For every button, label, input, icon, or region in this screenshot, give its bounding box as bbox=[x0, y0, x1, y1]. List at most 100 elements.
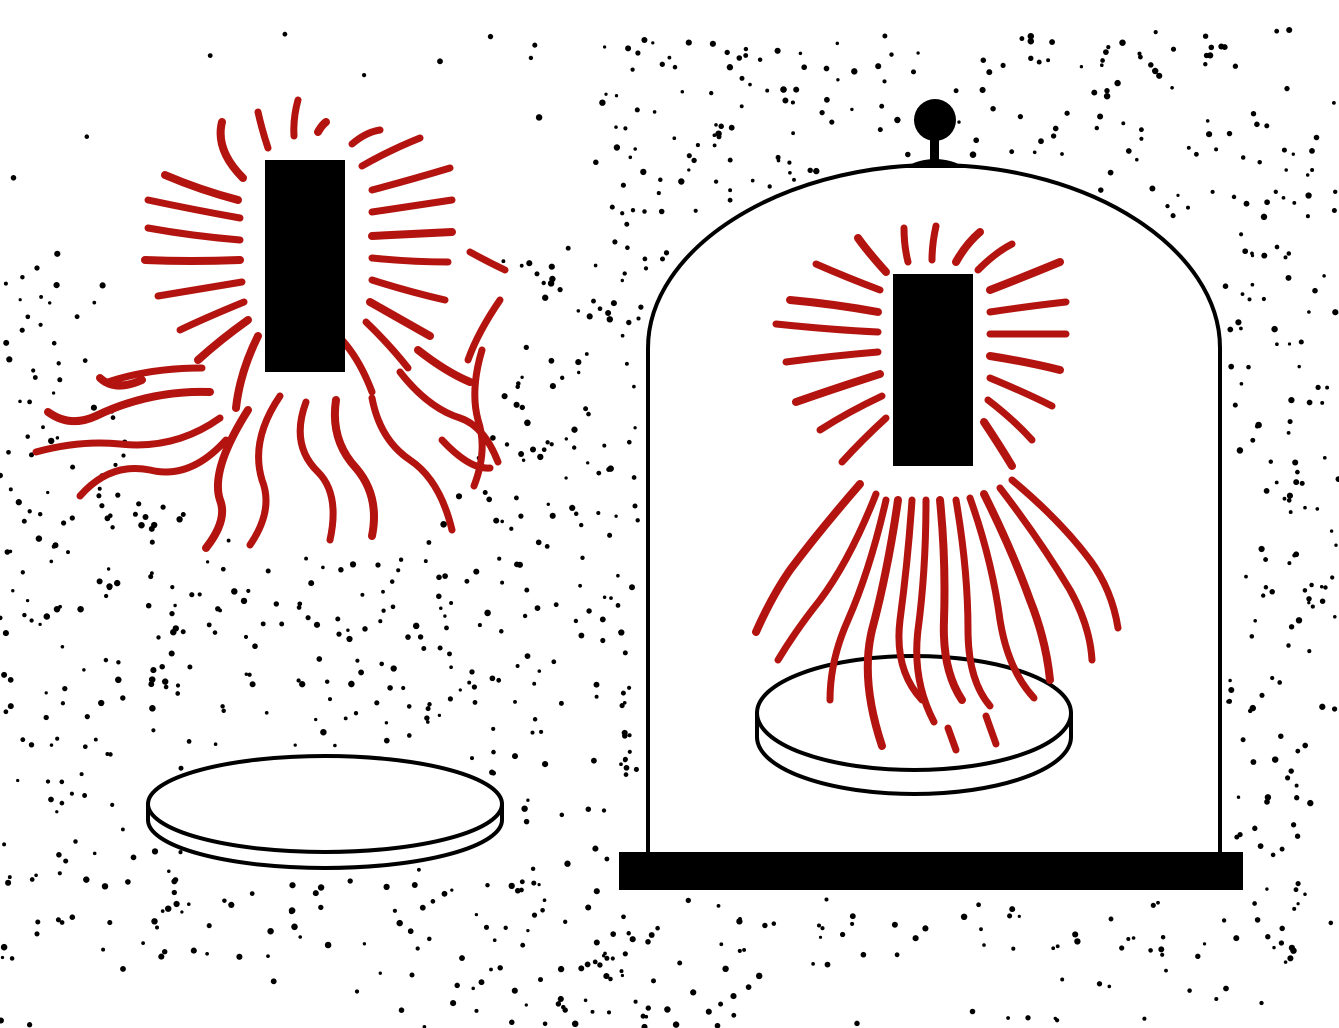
air-dot bbox=[625, 362, 629, 366]
air-dot bbox=[1307, 800, 1313, 806]
air-dot bbox=[1251, 111, 1256, 116]
air-dot bbox=[1303, 588, 1308, 593]
air-dot bbox=[542, 295, 548, 301]
air-dot bbox=[291, 924, 298, 931]
air-dot bbox=[375, 562, 380, 567]
air-dot bbox=[715, 1023, 721, 1028]
right-plate bbox=[757, 656, 1071, 794]
air-dot bbox=[48, 797, 54, 803]
air-dot bbox=[628, 733, 632, 737]
air-dot bbox=[49, 560, 53, 564]
air-dot bbox=[181, 629, 186, 634]
air-dot bbox=[1289, 945, 1295, 951]
air-dot bbox=[564, 861, 570, 867]
air-dot bbox=[176, 516, 182, 522]
air-dot bbox=[100, 282, 106, 288]
air-dot bbox=[636, 316, 640, 320]
air-dot bbox=[539, 730, 543, 734]
air-dot bbox=[1288, 342, 1291, 345]
air-dot bbox=[107, 567, 110, 570]
air-dot bbox=[416, 946, 420, 950]
air-dot bbox=[110, 525, 114, 529]
air-dot bbox=[420, 905, 426, 911]
air-dot bbox=[1325, 386, 1329, 390]
air-dot bbox=[1139, 137, 1143, 141]
air-dot bbox=[626, 320, 631, 325]
air-dot bbox=[620, 969, 624, 973]
air-dot bbox=[1312, 288, 1318, 294]
air-dot bbox=[1209, 45, 1215, 51]
air-dot bbox=[799, 52, 802, 55]
emission-ray bbox=[158, 282, 242, 296]
air-dot bbox=[627, 686, 631, 690]
air-dot bbox=[1142, 1017, 1146, 1021]
air-dot bbox=[318, 884, 324, 890]
emission-ray bbox=[258, 112, 268, 148]
air-dot bbox=[1259, 693, 1264, 698]
air-dot bbox=[596, 471, 601, 476]
air-dot bbox=[1284, 86, 1289, 91]
air-dot bbox=[1269, 460, 1273, 464]
air-dot bbox=[1203, 62, 1207, 66]
air-dot bbox=[52, 391, 55, 394]
air-dot bbox=[486, 497, 492, 503]
emission-ray bbox=[300, 402, 333, 540]
air-dot bbox=[316, 656, 322, 662]
air-dot bbox=[1006, 1016, 1010, 1020]
air-dot bbox=[526, 799, 529, 802]
air-dot bbox=[599, 100, 605, 106]
air-dot bbox=[220, 704, 224, 708]
air-dot bbox=[633, 147, 637, 151]
air-dot bbox=[1227, 327, 1233, 333]
air-dot bbox=[50, 743, 53, 746]
air-dot bbox=[542, 281, 546, 285]
air-dot bbox=[1160, 953, 1164, 957]
air-dot bbox=[623, 650, 628, 655]
air-dot bbox=[1302, 743, 1308, 749]
air-dot bbox=[1297, 365, 1300, 368]
air-dot bbox=[491, 750, 496, 755]
air-dot bbox=[729, 125, 735, 131]
air-dot bbox=[526, 260, 532, 266]
air-dot bbox=[913, 935, 919, 941]
air-dot bbox=[1207, 52, 1213, 58]
air-dot bbox=[393, 909, 397, 913]
air-dot bbox=[1214, 997, 1218, 1001]
air-dot bbox=[178, 850, 182, 854]
air-dot bbox=[851, 68, 857, 74]
air-dot bbox=[160, 504, 165, 509]
air-dot bbox=[490, 675, 496, 681]
air-dot bbox=[227, 539, 231, 543]
air-dot bbox=[245, 672, 248, 675]
air-dot bbox=[1223, 986, 1229, 992]
air-dot bbox=[407, 733, 412, 738]
air-dot bbox=[1187, 988, 1192, 993]
air-dot bbox=[635, 50, 640, 55]
air-dot bbox=[58, 871, 62, 875]
air-dot bbox=[493, 518, 499, 524]
air-dot bbox=[250, 681, 256, 687]
air-dot bbox=[636, 518, 640, 522]
air-dot bbox=[384, 738, 390, 744]
air-dot bbox=[1319, 704, 1325, 710]
air-dot bbox=[33, 375, 38, 380]
air-dot bbox=[22, 519, 27, 524]
air-dot bbox=[1272, 756, 1278, 762]
air-dot bbox=[358, 669, 364, 675]
air-dot bbox=[566, 246, 571, 251]
air-dot bbox=[817, 923, 821, 927]
air-dot bbox=[976, 902, 981, 907]
air-dot bbox=[1299, 339, 1304, 344]
emission-ray bbox=[366, 322, 408, 368]
air-dot bbox=[181, 512, 186, 517]
air-dot bbox=[709, 91, 713, 95]
air-dot bbox=[549, 358, 555, 364]
air-dot bbox=[531, 881, 536, 886]
air-dot bbox=[206, 560, 209, 563]
air-dot bbox=[659, 209, 665, 215]
air-dot bbox=[426, 706, 431, 711]
air-dot bbox=[577, 309, 581, 313]
air-dot bbox=[824, 97, 830, 103]
air-dot bbox=[565, 437, 568, 440]
air-dot bbox=[1194, 152, 1199, 157]
